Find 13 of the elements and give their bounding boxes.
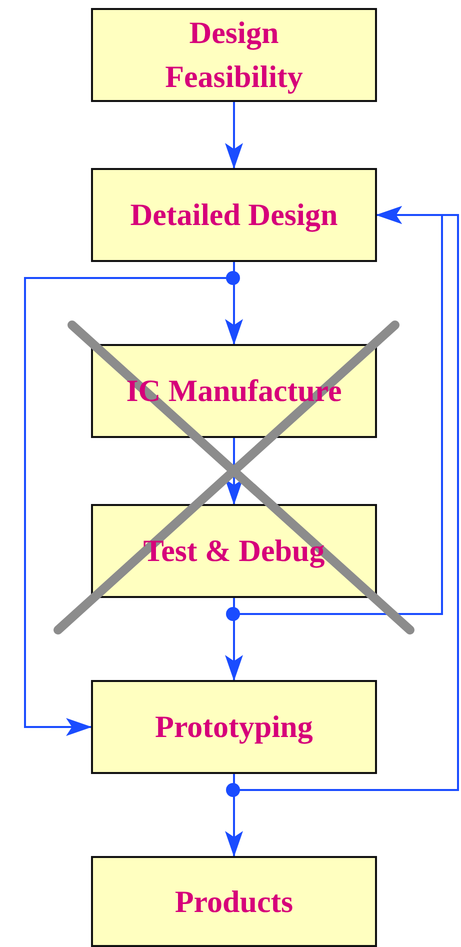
- box-label: Detailed Design: [130, 196, 338, 234]
- process-box: [91, 344, 377, 438]
- process-box: [91, 680, 377, 774]
- box-label: Products: [174, 882, 294, 920]
- process-box: [91, 168, 377, 262]
- process-box: [91, 8, 377, 102]
- box-label: Prototyping: [155, 708, 313, 746]
- box-label: Test & Debug: [143, 532, 325, 570]
- process-box: [91, 504, 377, 598]
- box-label: IC Manufacture: [126, 372, 342, 410]
- arrow: [225, 102, 243, 169]
- process-box: [91, 856, 377, 947]
- box-label: Design Feasibility: [164, 14, 304, 96]
